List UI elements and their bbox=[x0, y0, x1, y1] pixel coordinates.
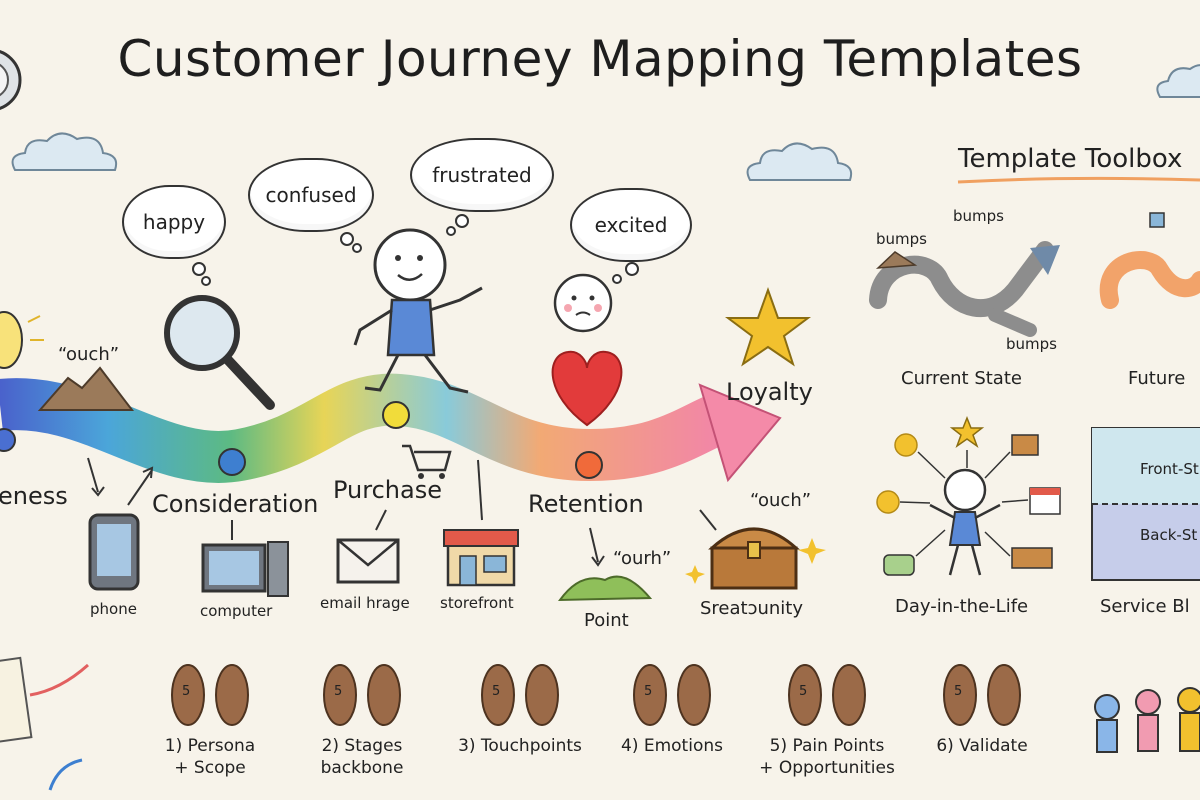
footprint-number: 5 bbox=[492, 684, 501, 699]
thought-dot bbox=[201, 276, 211, 286]
step-line1: 1) Persona bbox=[164, 736, 256, 756]
annotation-point: Point bbox=[584, 610, 629, 631]
emotion-cloud-frustrated: frustrated bbox=[410, 138, 554, 212]
touchpoint-label-phone: phone bbox=[90, 600, 137, 618]
step-persona: 1) Persona + Scope bbox=[140, 735, 280, 779]
blueprint-back-label: Back-St bbox=[1140, 526, 1198, 544]
sky-cloud-icon bbox=[11, 132, 118, 171]
footprints bbox=[171, 664, 1021, 726]
footprint-number: 5 bbox=[644, 684, 653, 699]
step-line1: 3) Touchpoints bbox=[458, 736, 582, 756]
heart-icon bbox=[551, 350, 623, 427]
step-validate: 6) Validate bbox=[912, 735, 1052, 757]
template-label-day-in-the-life: Day-in-the-Life bbox=[895, 596, 1029, 617]
step-touchpoints: 3) Touchpoints bbox=[450, 735, 590, 757]
stage-label-awareness: eness bbox=[0, 482, 68, 510]
footprint-number: 5 bbox=[334, 684, 343, 699]
thought-dot bbox=[446, 226, 456, 236]
emotion-cloud-happy: happy bbox=[122, 185, 226, 259]
step-stages: 2) Stages backbone bbox=[292, 735, 432, 779]
step-line1: 4) Emotions bbox=[621, 736, 723, 756]
touchpoint-label-email: email hrage bbox=[320, 594, 410, 612]
clock-icon bbox=[0, 50, 22, 110]
thought-dot bbox=[352, 243, 362, 253]
bumps-label: bumps bbox=[1006, 335, 1057, 353]
step-line2: + Opportunities bbox=[759, 758, 895, 778]
annotation-ouch-right: “ouch” bbox=[750, 490, 812, 511]
thought-dot bbox=[625, 262, 639, 276]
touchpoint-label-storefront: storefront bbox=[440, 594, 514, 612]
star-icon bbox=[725, 287, 811, 367]
sky-cloud-icon bbox=[746, 142, 853, 181]
stage-label-purchase: Purchase bbox=[333, 476, 442, 504]
step-line2: backbone bbox=[320, 758, 404, 778]
sky-cloud-icon bbox=[1156, 64, 1200, 98]
step-line2: + Scope bbox=[174, 758, 246, 778]
template-label-future: Future bbox=[1128, 368, 1186, 389]
step-line1: 6) Validate bbox=[936, 736, 1028, 756]
footprint-number: 5 bbox=[799, 684, 808, 699]
template-label-current-state: Current State bbox=[901, 368, 1022, 389]
toolbox-title: Template Toolbox bbox=[958, 144, 1183, 174]
stage-label-loyalty: Loyalty bbox=[726, 378, 813, 406]
bumps-label: bumps bbox=[876, 230, 927, 248]
emotion-cloud-excited: excited bbox=[570, 188, 692, 262]
step-line1: 2) Stages bbox=[321, 736, 403, 756]
step-emotions: 4) Emotions bbox=[602, 735, 742, 757]
thought-dot bbox=[455, 214, 469, 228]
stage-label-retention: Retention bbox=[528, 490, 644, 518]
page-title: Customer Journey Mapping Templates bbox=[117, 30, 1083, 88]
thought-dot bbox=[612, 274, 622, 284]
annotation-ouch-left: “ouch” bbox=[58, 344, 120, 365]
thought-dot bbox=[340, 232, 354, 246]
step-pain-points: 5) Pain Points + Opportunities bbox=[757, 735, 897, 779]
stage-label-consideration: Consideration bbox=[152, 490, 319, 518]
template-label-service-blueprint: Service Bl bbox=[1100, 596, 1190, 617]
blueprint-front-label: Front-St bbox=[1140, 460, 1199, 478]
annotation-ourh: “ourh” bbox=[613, 548, 672, 569]
step-line1: 5) Pain Points bbox=[769, 736, 885, 756]
footprint-number: 5 bbox=[954, 684, 963, 699]
thought-dot bbox=[192, 262, 206, 276]
touchpoint-label-computer: computer bbox=[200, 602, 273, 620]
path-arrowhead bbox=[698, 383, 782, 483]
footprint-number: 5 bbox=[182, 684, 191, 699]
bumps-label: bumps bbox=[953, 207, 1004, 225]
emotion-cloud-confused: confused bbox=[248, 158, 374, 232]
annotation-opportunity: Sreatɔunity bbox=[700, 598, 804, 619]
